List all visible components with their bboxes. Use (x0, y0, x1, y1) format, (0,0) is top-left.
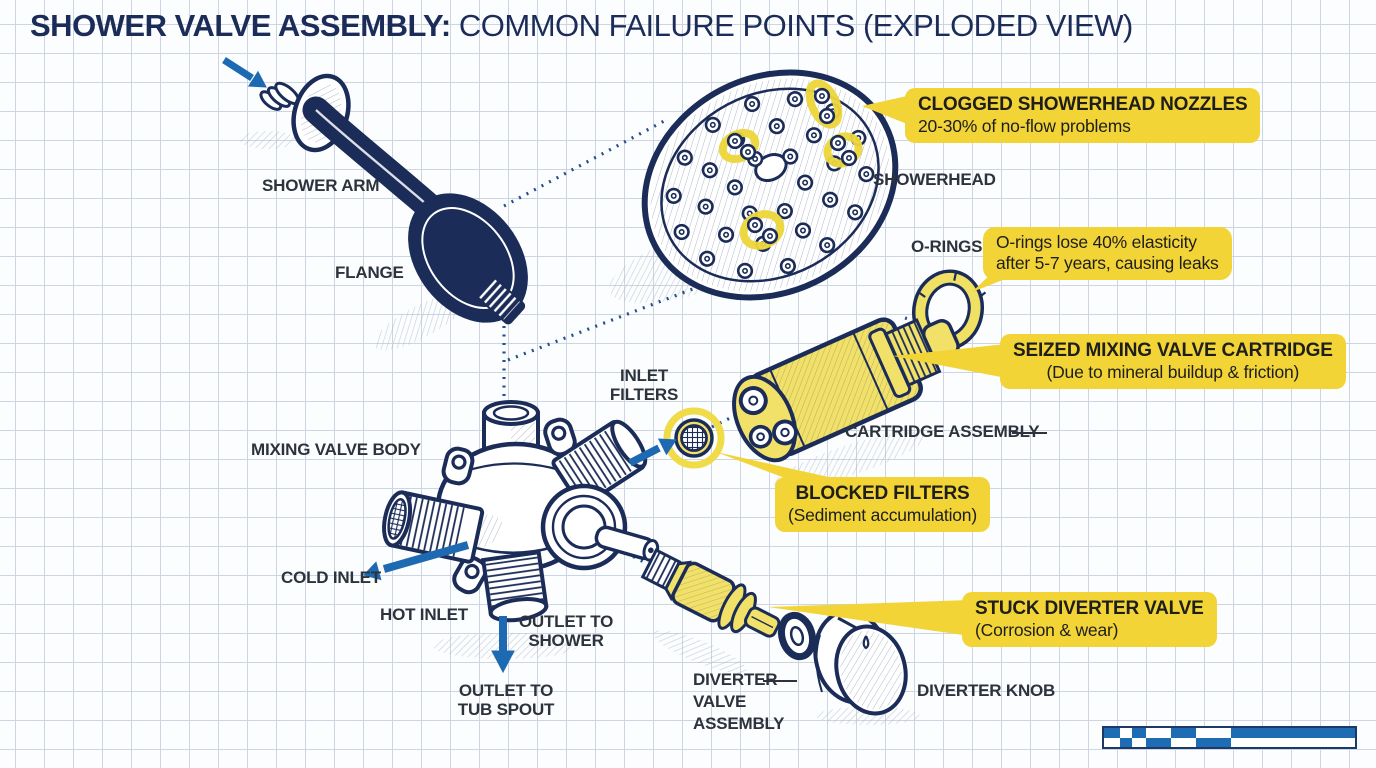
showerhead-art (641, 69, 899, 301)
arrow-cold-inlet-icon (363, 541, 470, 581)
label-cartridge-assembly: CARTRIDGE ASSEMBLY (845, 422, 1040, 441)
label-showerhead: SHOWERHEAD (873, 170, 996, 189)
label-diverter-valve-assembly: DIVERTER VALVE ASSEMBLY (693, 670, 785, 734)
page-title: SHOWER VALVE ASSEMBLY: COMMON FAILURE PO… (30, 8, 1133, 44)
label-outlet-to-tub-spout: OUTLET TO TUB SPOUT (457, 681, 555, 720)
label-outlet-to-shower: OUTLET TO SHOWER (518, 612, 614, 651)
diverter-knob-art (813, 609, 908, 716)
callout-clogged-showerhead: CLOGGED SHOWERHEAD NOZZLES 20-30% of no-… (905, 88, 1261, 144)
arrow-tub-outlet-icon (491, 616, 515, 674)
cold-inlet-port (382, 490, 485, 564)
leader-lines (763, 432, 1047, 682)
page-title-bold: SHOWER VALVE ASSEMBLY: (30, 8, 451, 43)
callout-o-rings: O-rings lose 40% elasticity after 5-7 ye… (983, 227, 1232, 280)
callout-seized-cartridge: SEIZED MIXING VALVE CARTRIDGE (Due to mi… (1000, 334, 1346, 390)
label-mixing-valve-body: MIXING VALVE BODY (251, 440, 421, 459)
arrow-inlet-filter-icon (628, 438, 677, 467)
diverter-valve-art (640, 548, 781, 638)
washer-art (777, 611, 817, 661)
callout-stuck-diverter: STUCK DIVERTER VALVE (Corrosion & wear) (962, 592, 1217, 648)
mixing-valve-art (382, 400, 660, 623)
label-cold-inlet: COLD INLET (281, 568, 381, 587)
callout-blocked-filters: BLOCKED FILTERS (Sediment accumulation) (775, 477, 990, 533)
shower-outlet-pipe (482, 400, 540, 470)
label-shower-arm: SHOWER ARM (262, 176, 380, 195)
tub-outlet-port (480, 549, 549, 623)
flow-arrows (222, 57, 677, 674)
callout-pointers (716, 96, 1028, 636)
inlet-filter-art (663, 407, 725, 469)
shower-arm-art (259, 73, 528, 325)
label-diverter-knob: DIVERTER KNOB (917, 681, 1056, 700)
cartridge-art (732, 317, 960, 463)
label-hot-inlet: HOT INLET (380, 605, 468, 624)
label-flange: FLANGE (335, 263, 404, 282)
page-title-regular: COMMON FAILURE POINTS (EXPLODED VIEW) (458, 8, 1133, 43)
arrow-shower-arm-icon (222, 57, 267, 88)
label-o-rings: O-RINGS (911, 237, 983, 256)
scale-bar (1102, 726, 1357, 749)
label-inlet-filters: INLET FILTERS (609, 366, 679, 405)
diverter-port (540, 483, 660, 571)
